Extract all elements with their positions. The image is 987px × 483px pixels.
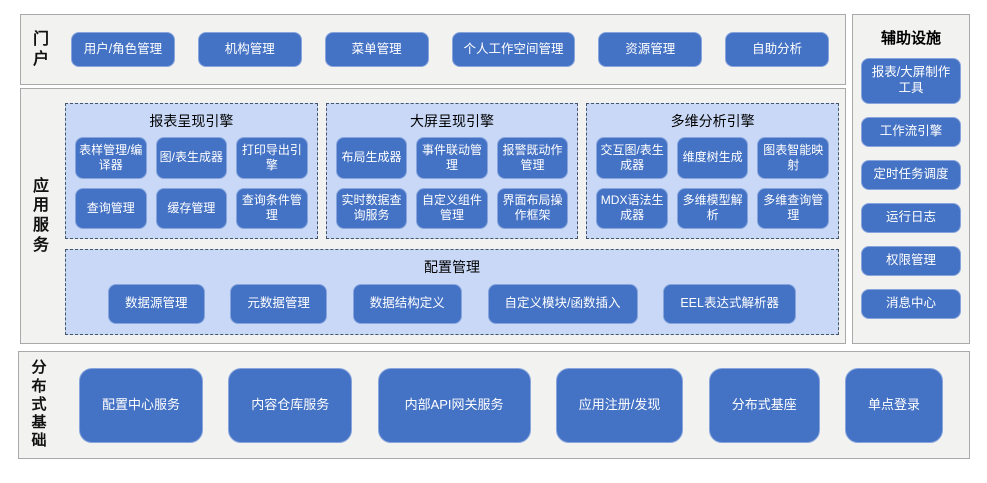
olap-engine-panel: 多维分析引擎 交互图/表生成器 维度树生成 图表智能映射 MDX语法生成器 多维… bbox=[586, 103, 840, 239]
config-button-data-structure-definition[interactable]: 数据结构定义 bbox=[352, 283, 462, 324]
aux-button-workflow-engine[interactable]: 工作流引擎 bbox=[861, 117, 961, 147]
portal-button-org-management[interactable]: 机构管理 bbox=[197, 32, 302, 67]
auxiliary-facilities-title: 辅助设施 bbox=[880, 30, 941, 47]
aux-button-run-log[interactable]: 运行日志 bbox=[861, 203, 961, 233]
report-engine-button-query-condition-management[interactable]: 查询条件管理 bbox=[236, 187, 308, 229]
config-button-eel-expression-parser[interactable]: EEL表达式解析器 bbox=[663, 283, 796, 324]
portal-section-label-text: 门户 bbox=[32, 30, 49, 68]
aux-button-message-center[interactable]: 消息中心 bbox=[861, 289, 961, 319]
portal-button-user-role-management[interactable]: 用户/角色管理 bbox=[71, 32, 175, 67]
distributed-base-buttons: 配置中心服务 内容仓库服务 内部API网关服务 应用注册/发现 分布式基座 单点… bbox=[59, 352, 969, 458]
config-management-buttons: 数据源管理 元数据管理 数据结构定义 自定义模块/函数插入 EEL表达式解析器 bbox=[76, 283, 828, 324]
config-button-metadata-management[interactable]: 元数据管理 bbox=[230, 283, 327, 324]
portal-button-self-service-analysis[interactable]: 自助分析 bbox=[725, 32, 830, 67]
portal-button-resource-management[interactable]: 资源管理 bbox=[598, 32, 703, 67]
aux-button-scheduled-task-dispatch[interactable]: 定时任务调度 bbox=[861, 160, 961, 190]
report-render-engine-grid: 表样管理/编译器 图/表生成器 打印导出引擎 查询管理 缓存管理 查询条件管理 bbox=[75, 137, 308, 229]
screen-engine-button-layout-generator[interactable]: 布局生成器 bbox=[335, 137, 408, 179]
base-button-single-sign-on[interactable]: 单点登录 bbox=[844, 367, 943, 443]
report-engine-button-chart-table-generator[interactable]: 图/表生成器 bbox=[155, 137, 228, 179]
portal-section: 门户 用户/角色管理 机构管理 菜单管理 个人工作空间管理 资源管理 自助分析 bbox=[20, 14, 846, 85]
olap-engine-button-interactive-chart-generator[interactable]: 交互图/表生成器 bbox=[596, 137, 668, 179]
olap-engine-button-multidim-query-management[interactable]: 多维查询管理 bbox=[757, 187, 829, 229]
olap-engine-button-dimension-tree-generation[interactable]: 维度树生成 bbox=[676, 137, 749, 179]
base-button-distributed-foundation[interactable]: 分布式基座 bbox=[708, 367, 820, 443]
report-engine-button-print-export[interactable]: 打印导出引擎 bbox=[236, 137, 308, 179]
olap-engine-button-multidim-model-parsing[interactable]: 多维模型解析 bbox=[676, 187, 749, 229]
report-render-engine-panel: 报表呈现引擎 表样管理/编译器 图/表生成器 打印导出引擎 查询管理 缓存管理 … bbox=[65, 103, 318, 239]
config-button-custom-module-function-insert[interactable]: 自定义模块/函数插入 bbox=[487, 283, 638, 324]
report-engine-button-cache-management[interactable]: 缓存管理 bbox=[155, 187, 228, 229]
portal-buttons: 用户/角色管理 机构管理 菜单管理 个人工作空间管理 资源管理 自助分析 bbox=[61, 15, 845, 84]
base-button-config-center-service[interactable]: 配置中心服务 bbox=[79, 367, 204, 443]
distributed-base-section-label-text: 分布式基础 bbox=[31, 359, 47, 450]
app-services-section-label: 应用服务 bbox=[21, 89, 61, 343]
app-services-section: 应用服务 报表呈现引擎 表样管理/编译器 图/表生成器 打印导出引擎 查询管理 … bbox=[20, 88, 846, 344]
olap-engine-button-chart-smart-mapping[interactable]: 图表智能映射 bbox=[757, 137, 829, 179]
screen-render-engine-title: 大屏呈现引擎 bbox=[410, 113, 494, 129]
report-engine-button-query-management[interactable]: 查询管理 bbox=[75, 187, 147, 229]
olap-engine-grid: 交互图/表生成器 维度树生成 图表智能映射 MDX语法生成器 多维模型解析 多维… bbox=[596, 137, 829, 229]
app-services-content: 报表呈现引擎 表样管理/编译器 图/表生成器 打印导出引擎 查询管理 缓存管理 … bbox=[61, 89, 845, 343]
portal-button-menu-management[interactable]: 菜单管理 bbox=[324, 32, 429, 67]
screen-engine-button-event-linkage-management[interactable]: 事件联动管理 bbox=[416, 137, 488, 179]
olap-engine-button-mdx-syntax-generator[interactable]: MDX语法生成器 bbox=[596, 187, 668, 229]
screen-render-engine-grid: 布局生成器 事件联动管理 报警既动作管理 实时数据查询服务 自定义组件管理 界面… bbox=[335, 137, 569, 229]
screen-engine-button-ui-layout-framework[interactable]: 界面布局操作框架 bbox=[496, 187, 569, 229]
screen-engine-button-custom-component-management[interactable]: 自定义组件管理 bbox=[416, 187, 488, 229]
auxiliary-facilities-section: 辅助设施 报表/大屏制作工具 工作流引擎 定时任务调度 运行日志 权限管理 消息… bbox=[852, 14, 970, 344]
config-management-panel: 配置管理 数据源管理 元数据管理 数据结构定义 自定义模块/函数插入 EEL表达… bbox=[65, 249, 839, 335]
config-management-title: 配置管理 bbox=[424, 259, 480, 275]
base-button-app-registration-discovery[interactable]: 应用注册/发现 bbox=[555, 367, 684, 443]
config-button-datasource-management[interactable]: 数据源管理 bbox=[108, 283, 205, 324]
screen-engine-button-realtime-data-query[interactable]: 实时数据查询服务 bbox=[335, 187, 408, 229]
olap-engine-title: 多维分析引擎 bbox=[670, 113, 755, 129]
base-button-internal-api-gateway-service[interactable]: 内部API网关服务 bbox=[377, 367, 531, 443]
report-engine-button-template-compiler[interactable]: 表样管理/编译器 bbox=[75, 137, 147, 179]
base-button-content-repository-service[interactable]: 内容仓库服务 bbox=[228, 367, 353, 443]
portal-section-label: 门户 bbox=[21, 15, 61, 84]
engine-panels: 报表呈现引擎 表样管理/编译器 图/表生成器 打印导出引擎 查询管理 缓存管理 … bbox=[65, 103, 840, 239]
app-services-section-label-text: 应用服务 bbox=[32, 177, 49, 254]
portal-button-personal-workspace-management[interactable]: 个人工作空间管理 bbox=[451, 32, 576, 67]
aux-button-report-screen-authoring-tool[interactable]: 报表/大屏制作工具 bbox=[861, 58, 961, 104]
distributed-base-section-label: 分布式基础 bbox=[19, 352, 59, 458]
report-render-engine-title: 报表呈现引擎 bbox=[149, 113, 234, 129]
distributed-base-section: 分布式基础 配置中心服务 内容仓库服务 内部API网关服务 应用注册/发现 分布… bbox=[18, 351, 970, 459]
screen-render-engine-panel: 大屏呈现引擎 布局生成器 事件联动管理 报警既动作管理 实时数据查询服务 自定义… bbox=[325, 103, 579, 239]
aux-button-permission-management[interactable]: 权限管理 bbox=[861, 246, 961, 276]
screen-engine-button-alarm-action-management[interactable]: 报警既动作管理 bbox=[496, 137, 569, 179]
